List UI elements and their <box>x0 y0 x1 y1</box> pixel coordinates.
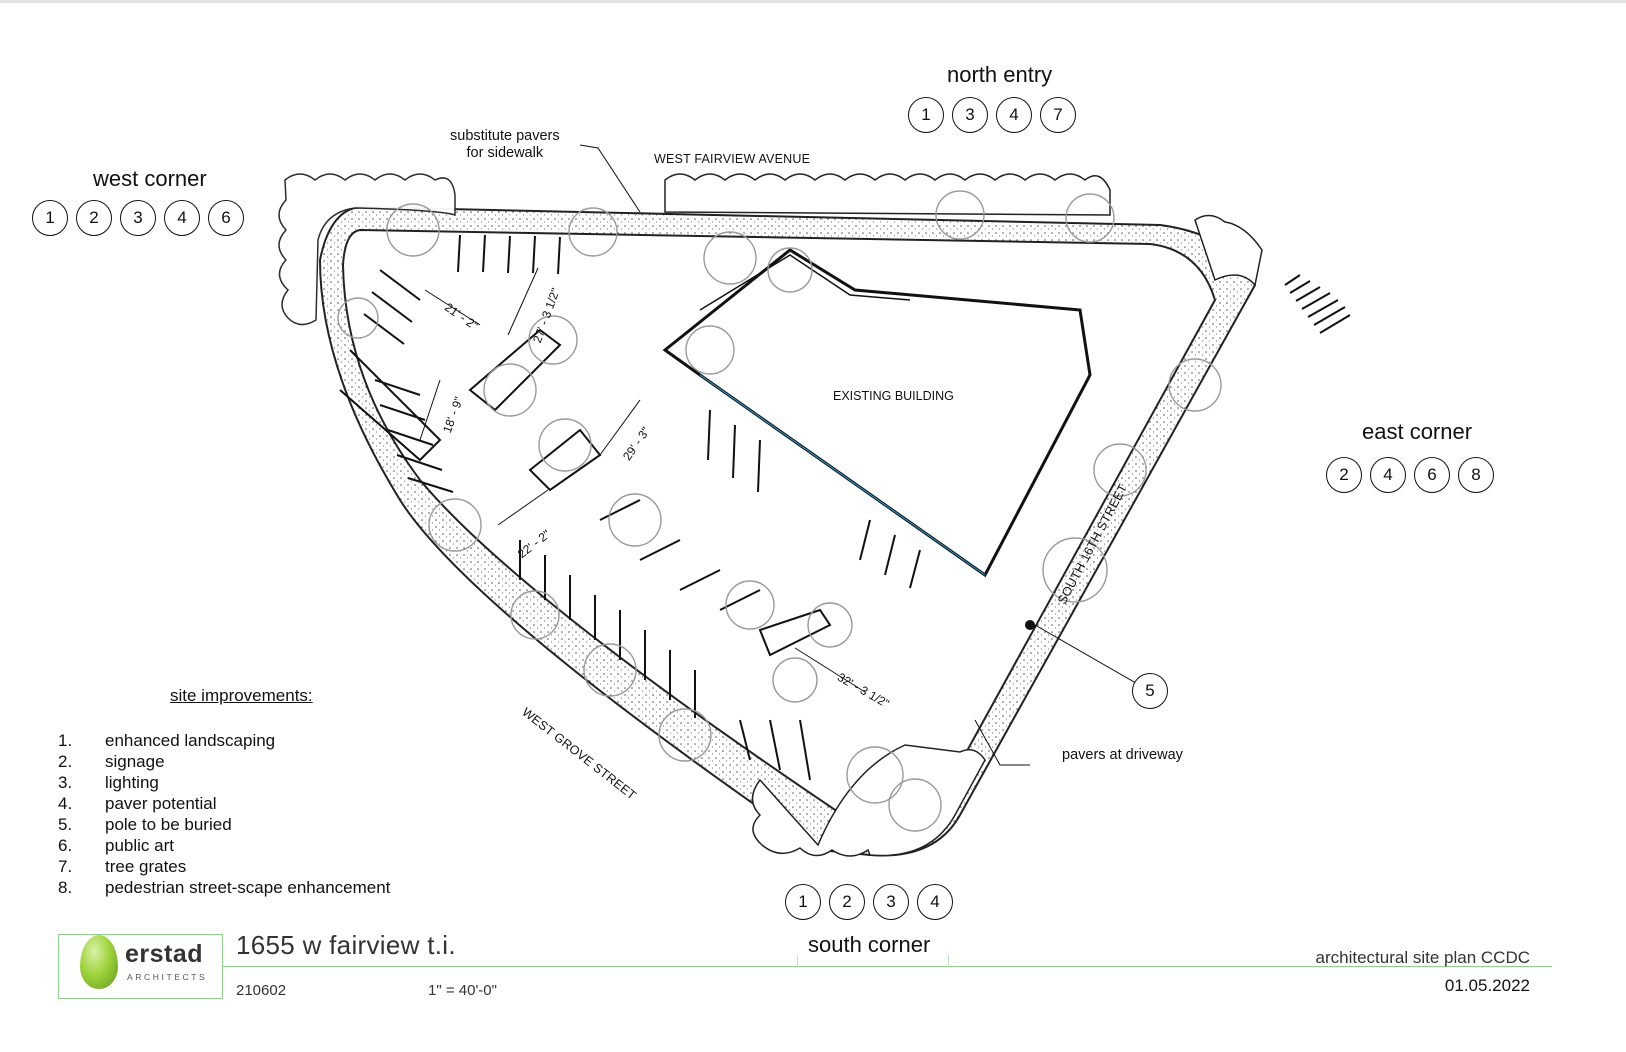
number-circle: 4 <box>164 200 200 236</box>
legend-item: 7. tree grates <box>58 856 390 877</box>
trees <box>337 190 1222 832</box>
legend-item: 3. lighting <box>58 772 390 793</box>
sheet-date: 01.05.2022 <box>1444 976 1530 995</box>
legend-item-text: signage <box>105 752 165 771</box>
legend-item-text: tree grates <box>105 857 187 876</box>
number-circle: 4 <box>1370 457 1406 493</box>
title-block-rule <box>797 955 798 967</box>
number-circle: 6 <box>208 200 244 236</box>
legend-item-text: enhanced landscaping <box>105 731 276 750</box>
number-circle: 3 <box>952 97 988 133</box>
south-corner-title: south corner <box>808 932 931 957</box>
legend-item-text: public art <box>105 836 174 855</box>
legend-item-number: 1. <box>58 731 73 750</box>
existing-building <box>662 248 1092 578</box>
pole-marker-dot <box>1025 620 1035 630</box>
legend-item: 6. public art <box>58 835 390 856</box>
legend-item: 1. enhanced landscaping <box>58 730 390 751</box>
drawing-scale: 1" = 40'-0" <box>428 982 497 999</box>
title-block-rule <box>58 934 59 999</box>
legend-item-number: 7. <box>58 857 73 876</box>
legend-item-text: lighting <box>105 773 159 792</box>
number-circle: 1 <box>908 97 944 133</box>
leader-lines <box>579 144 1149 766</box>
legend-item-text: paver potential <box>105 794 217 813</box>
north-entry-title: north entry <box>947 62 1053 87</box>
south-corner-numbers: 1 2 3 4 <box>785 884 953 920</box>
street-label-north: WEST FAIRVIEW AVENUE <box>654 152 811 166</box>
title-block-rule <box>948 955 949 967</box>
project-title: 1655 w fairview t.i. <box>236 930 456 960</box>
firm-name: erstad <box>125 940 204 968</box>
legend-item-number: 6. <box>58 836 73 855</box>
north-entry-numbers: 1 3 4 7 <box>908 97 1076 133</box>
legend-item: 4. paver potential <box>58 793 390 814</box>
legend-item-number: 2. <box>58 752 73 771</box>
legend-item: 2. signage <box>58 751 390 772</box>
title-block-rule <box>222 966 1552 967</box>
project-number: 210602 <box>236 982 287 999</box>
legend-item-number: 4. <box>58 794 73 813</box>
legend-item-number: 3. <box>58 773 73 792</box>
existing-building-label: EXISTING BUILDING <box>833 389 954 403</box>
number-circle: 4 <box>996 97 1032 133</box>
parking-stalls-south <box>519 409 921 781</box>
number-circle: 4 <box>917 884 953 920</box>
title-block-rule <box>58 934 222 935</box>
note-line: substitute pavers <box>450 128 560 144</box>
number-circle: 1 <box>32 200 68 236</box>
legend-title: site improvements: <box>170 686 313 705</box>
number-circle: 1 <box>785 884 821 920</box>
note-pavers-sidewalk: substitute pavers for sidewalk <box>450 128 560 162</box>
pole-marker-circle: 5 <box>1132 673 1168 709</box>
legend-item: 5. pole to be buried <box>58 814 390 835</box>
crosswalk-east <box>1284 274 1351 334</box>
number-circle: 3 <box>120 200 156 236</box>
top-border <box>0 0 1626 3</box>
west-corner-title: west corner <box>93 166 207 191</box>
east-corner-numbers: 2 4 6 8 <box>1326 457 1494 493</box>
west-corner-numbers: 1 2 3 4 6 <box>32 200 244 236</box>
number-circle: 8 <box>1458 457 1494 493</box>
legend-item-number: 5. <box>58 815 73 834</box>
number-circle: 3 <box>873 884 909 920</box>
legend-item: 8. pedestrian street-scape enhancement <box>58 877 390 898</box>
number-circle: 6 <box>1414 457 1450 493</box>
dimension-lines <box>419 267 866 693</box>
legend-item-text: pole to be buried <box>105 815 232 834</box>
legend-item-text: pedestrian street-scape enhancement <box>105 878 391 897</box>
number-circle: 2 <box>829 884 865 920</box>
sheet-title: architectural site plan CCDC <box>1315 948 1530 967</box>
firm-subtitle: ARCHITECTS <box>127 972 208 982</box>
note-line: for sidewalk <box>466 145 544 161</box>
number-circle: 2 <box>1326 457 1362 493</box>
note-pavers-driveway: pavers at driveway <box>1062 747 1183 763</box>
title-block-rule <box>58 998 222 999</box>
east-corner-title: east corner <box>1362 419 1473 444</box>
number-circle: 7 <box>1040 97 1076 133</box>
number-circle: 2 <box>76 200 112 236</box>
erstad-logo-icon <box>80 935 118 989</box>
legend-item-number: 8. <box>58 878 73 897</box>
legend-list: 1. enhanced landscaping 2. signage 3. light… <box>58 730 390 898</box>
